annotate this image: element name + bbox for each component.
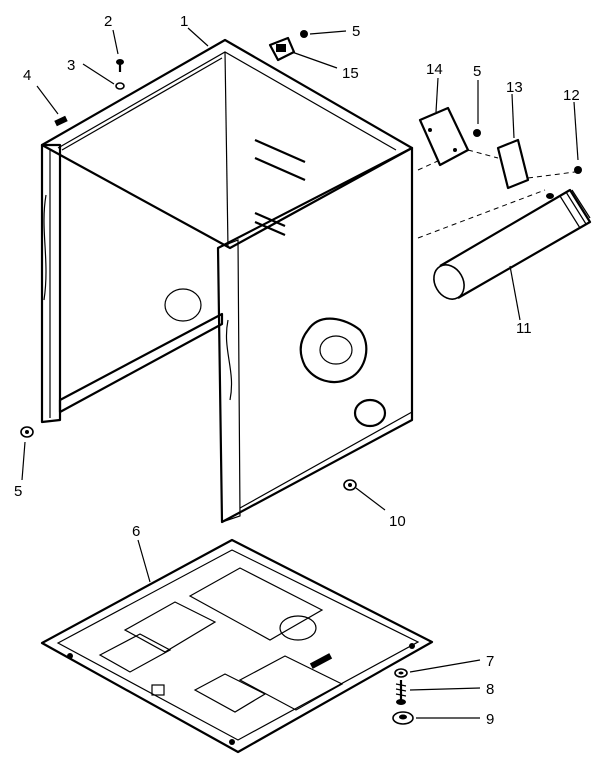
callout-5a: 5 — [352, 23, 360, 40]
mounting-plate — [418, 106, 470, 167]
callout-7: 7 — [486, 653, 494, 670]
callout-13: 13 — [506, 79, 523, 96]
exhaust-duct — [433, 188, 592, 300]
callout-5b: 5 — [473, 63, 481, 80]
callout-11: 11 — [516, 320, 532, 337]
callout-14: 14 — [426, 61, 443, 78]
screw-plate — [473, 129, 481, 137]
top-clip — [54, 115, 68, 127]
callout-3: 3 — [67, 57, 75, 74]
nut — [394, 668, 408, 678]
callout-5c: 5 — [14, 483, 22, 500]
screw-top-right — [300, 30, 308, 38]
callout-1: 1 — [180, 13, 188, 30]
callout-2: 2 — [104, 13, 112, 30]
callout-9: 9 — [486, 711, 494, 728]
callout-8: 8 — [486, 681, 494, 698]
washer-top — [115, 82, 125, 90]
screw-front — [343, 479, 357, 491]
screw-top — [116, 59, 124, 72]
screw-right — [574, 166, 582, 174]
screw-left — [20, 426, 34, 438]
callout-4: 4 — [23, 67, 31, 84]
label-plate — [496, 138, 530, 190]
callout-labels: 1 2 3 4 5 15 14 5 13 12 11 5 10 6 7 8 9 — [14, 13, 580, 728]
foot-pad — [392, 711, 414, 725]
leveling-leg — [395, 680, 407, 705]
callout-12: 12 — [563, 87, 580, 104]
callout-15: 15 — [342, 65, 359, 82]
callout-10: 10 — [389, 513, 406, 530]
callout-leaders — [21, 27, 579, 719]
base — [40, 538, 434, 754]
callout-6: 6 — [132, 523, 140, 540]
cabinet — [40, 38, 414, 524]
switch-bracket — [268, 36, 296, 62]
